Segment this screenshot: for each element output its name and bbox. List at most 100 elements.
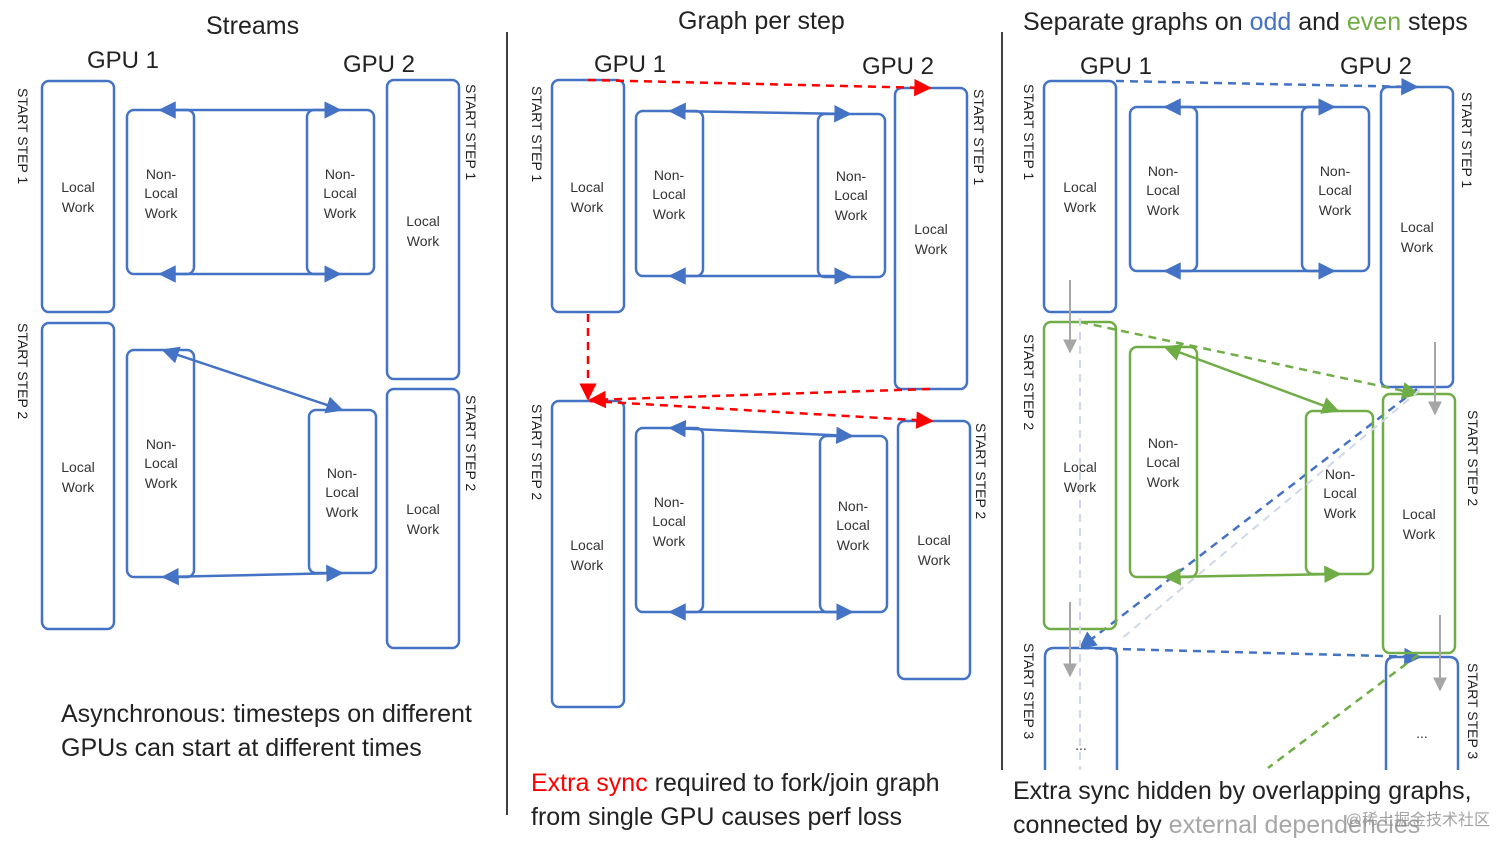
box-p2-gpu1-local-step1: [550, 78, 626, 314]
nonlocal-label: Work: [324, 205, 357, 221]
arrow-p2-3: [668, 419, 854, 445]
nonlocal-label: Local: [1318, 182, 1351, 198]
gpu2-label: GPU 2: [862, 53, 935, 80]
ellipsis-label: ...: [1075, 737, 1087, 753]
blue-dashed-top: [1115, 77, 1419, 96]
local-label: Work: [918, 552, 951, 568]
nonlocal-label: Local: [836, 517, 869, 533]
start-step-label: START STEP 2: [463, 395, 479, 491]
nonlocal-label: Work: [653, 206, 686, 222]
nonlocal-label: Work: [145, 205, 178, 221]
start-step-label: START STEP 3: [1465, 663, 1481, 759]
local-label: Local: [61, 179, 94, 195]
nonlocal-label: Non-: [838, 498, 869, 514]
local-label: Work: [407, 233, 440, 249]
local-label: Local: [570, 179, 603, 195]
nonlocal-label: Local: [144, 185, 177, 201]
blue-dashed-bottom: [1080, 646, 1422, 666]
local-label: Local: [61, 459, 94, 475]
box-p3-gpu2-local-step2: [1381, 392, 1457, 655]
start-step-label: START STEP 1: [1021, 84, 1037, 180]
nonlocal-label: Work: [837, 537, 870, 553]
start-step-label: START STEP 3: [1021, 643, 1037, 739]
gpu1-label: GPU 1: [594, 51, 667, 78]
title-separate-graphs: Separate graphs on odd and even steps: [1023, 8, 1468, 37]
nonlocal-label: Non-: [836, 168, 867, 184]
start-step-label: START STEP 2: [1465, 410, 1481, 506]
local-label: Local: [1400, 219, 1433, 235]
box-p2-gpu2-local-step1: [893, 86, 969, 391]
step-labels: START STEP 1 START STEP 2 START STEP 1 S…: [15, 84, 1481, 759]
caption-line: from single GPU causes perf loss: [531, 803, 902, 831]
watermark: @稀土掘金技术社区: [1345, 812, 1490, 829]
box-p3-gpu2-step3: [1384, 655, 1460, 770]
nonlocal-label: Local: [834, 187, 867, 203]
local-label: Work: [62, 479, 95, 495]
panel-separate-graphs-odd: [1042, 77, 1460, 770]
nonlocal-label: Local: [323, 185, 356, 201]
local-label: Work: [62, 199, 95, 215]
nonlocal-label: Non-: [654, 494, 685, 510]
green-dashed-top: [1079, 320, 1420, 400]
local-label: Local: [1063, 459, 1096, 475]
box-p3-gpu2-local-step1: [1379, 85, 1455, 389]
nonlocal-label: Non-: [1320, 163, 1351, 179]
box-p2-gpu2-local-step2: [896, 419, 972, 681]
panel-graph-per-step-sync: [579, 78, 934, 429]
nonlocal-label: Local: [652, 513, 685, 529]
title-and: and: [1291, 8, 1347, 36]
start-step-label: START STEP 1: [971, 89, 987, 185]
gpu2-label: GPU 2: [1340, 53, 1413, 80]
start-step-label: START STEP 1: [529, 86, 545, 182]
green-dashed-down: [1267, 654, 1419, 769]
nonlocal-label: Non-: [146, 436, 177, 452]
start-step-label: START STEP 1: [463, 84, 479, 180]
local-label: Local: [1402, 506, 1435, 522]
grey-dep-dashed-diag: [1119, 389, 1421, 641]
start-step-label: START STEP 2: [15, 323, 31, 419]
nonlocal-label: Work: [326, 504, 359, 520]
caption-rest: required to fork/join graph: [647, 769, 940, 797]
arrow-p3-4: [1163, 565, 1342, 586]
caption-graph-per-step: Extra sync required to fork/join graph f…: [531, 766, 940, 834]
nonlocal-label: Work: [145, 475, 178, 491]
nonlocal-label: Non-: [1148, 435, 1179, 451]
local-label: Work: [407, 521, 440, 537]
start-step-label: START STEP 1: [15, 88, 31, 184]
local-label: Local: [1063, 179, 1096, 195]
arrow-streams-3: [161, 346, 344, 414]
nonlocal-label: Work: [1324, 505, 1357, 521]
panel-streams: [40, 78, 461, 650]
box-gpu2-local-step1: [385, 78, 461, 381]
title-streams: Streams: [206, 12, 300, 40]
caption-separate-graphs: Extra sync hidden by overlapping graphs,…: [1013, 774, 1472, 842]
local-label: Work: [571, 199, 604, 215]
local-label: Local: [570, 537, 603, 553]
nonlocal-label: Non-: [654, 167, 685, 183]
nonlocal-label: Work: [1147, 202, 1180, 218]
blue-dashed-cross: [1078, 388, 1418, 650]
title-suffix: steps: [1401, 8, 1468, 36]
nonlocal-label: Non-: [1325, 466, 1356, 482]
local-label: Local: [406, 213, 439, 229]
red-sync-join: [588, 387, 931, 409]
red-sync-top: [587, 78, 932, 97]
panel-separate-graphs-even: [1042, 320, 1457, 769]
title-odd: odd: [1249, 8, 1292, 36]
caption-line: Extra sync required to fork/join graph: [531, 766, 940, 800]
nonlocal-label: Non-: [325, 166, 356, 182]
arrow-streams-4: [161, 564, 344, 586]
caption-prefix: connected by: [1013, 811, 1169, 839]
nonlocal-label: Local: [1323, 485, 1356, 501]
box-p2-gpu1-local-step2: [550, 399, 626, 709]
gpu1-label: GPU 1: [87, 47, 160, 74]
local-label: Local: [917, 532, 950, 548]
gpu2-label: GPU 2: [343, 51, 416, 78]
box-gpu1-local-step2: [40, 321, 116, 631]
arrow-p2-1: [668, 102, 852, 123]
title-prefix: Separate graphs on: [1023, 8, 1250, 36]
nonlocal-label: Local: [1146, 454, 1179, 470]
start-step-label: START STEP 2: [973, 423, 989, 519]
nonlocal-label: Non-: [327, 465, 358, 481]
